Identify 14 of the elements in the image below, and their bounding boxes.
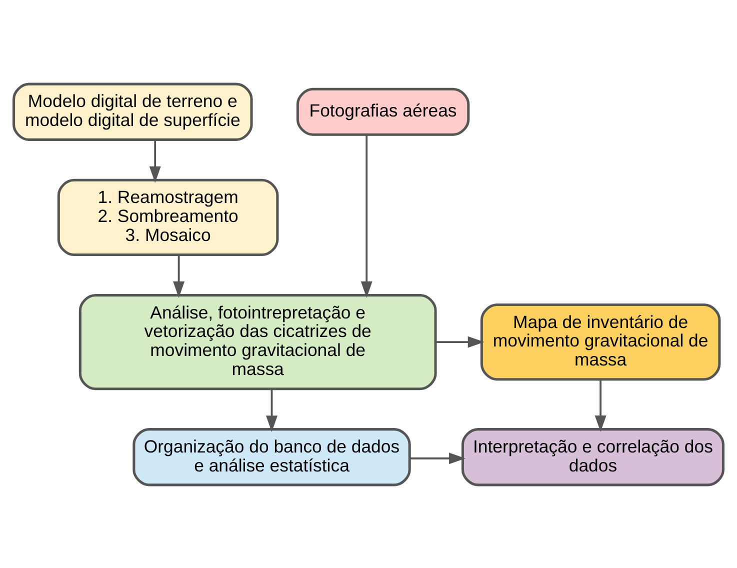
node-box: Organização do banco de dados e análise estatística <box>132 428 411 486</box>
node-box: Fotografias aéreas <box>296 87 470 136</box>
arrow <box>594 378 606 432</box>
arrow <box>173 254 185 298</box>
arrow <box>436 336 484 348</box>
node-box: Modelo digital de terreno e modelo digital de superfície <box>12 82 253 140</box>
arrow <box>149 140 161 182</box>
arrow <box>410 452 466 464</box>
node-box: 1. Reamostragem 2. Sombreamento 3. Mosaico <box>57 178 279 256</box>
arrow <box>360 134 372 298</box>
node-box: Mapa de inventário de movimento gravitacional de massa <box>480 302 721 380</box>
node-box: Interpretação e correlação dos dados <box>461 428 724 486</box>
node-box: Análise, fotointrepretação e vetorização das cicatrizes de movimento gravitacional de massa <box>78 293 437 390</box>
arrow <box>266 388 278 432</box>
